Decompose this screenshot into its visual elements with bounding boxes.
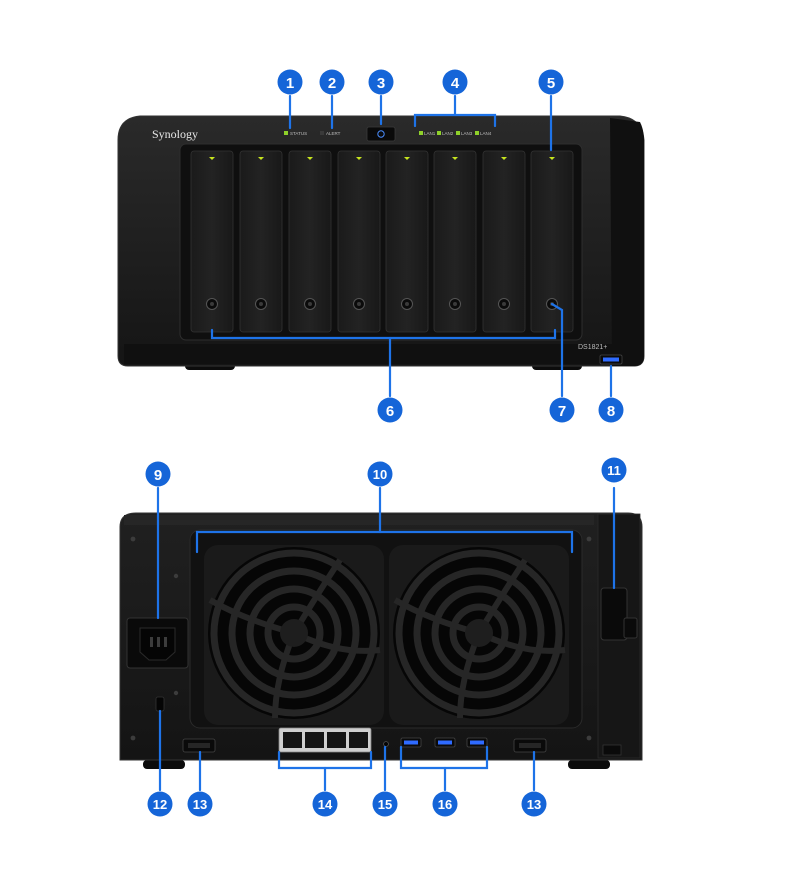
lan3-label: LAN3 [461, 131, 473, 136]
front-usb-port-insert [603, 357, 619, 362]
lan-port[interactable] [283, 732, 302, 748]
fan-1 [204, 545, 384, 725]
drive-tray[interactable] [190, 150, 234, 333]
drive-led [404, 157, 410, 160]
lan1-label: LAN1 [424, 131, 436, 136]
svg-text:7: 7 [558, 403, 566, 420]
lan4-led [475, 131, 479, 135]
drive-tray[interactable] [530, 150, 574, 333]
status-led [284, 131, 288, 135]
reset-button[interactable] [383, 741, 389, 747]
drive-tray[interactable] [239, 150, 283, 333]
callout-badges: 1 2 3 4 5 6 7 8 9 10 11 12 13 14 15 16 1… [145, 69, 627, 817]
drive-led [452, 157, 458, 160]
svg-text:9: 9 [154, 467, 162, 484]
front-view: Synology DS1821+ STATUS ALERT LAN1 LAN2 … [117, 115, 645, 370]
callout-5: 5 [538, 69, 564, 95]
svg-text:13: 13 [527, 797, 541, 812]
lan3-led [456, 131, 460, 135]
callout-13-right: 13 [521, 791, 547, 817]
alert-label: ALERT [326, 131, 341, 136]
rear-foot-left [143, 760, 185, 769]
callout-9: 9 [145, 461, 171, 487]
alert-led [320, 131, 324, 135]
callout-3: 3 [368, 69, 394, 95]
svg-text:12: 12 [153, 797, 167, 812]
callout-12: 12 [147, 791, 173, 817]
svg-text:4: 4 [451, 75, 460, 92]
rear-top-rim [124, 515, 594, 525]
drive-led [258, 157, 264, 160]
rear-view [119, 512, 643, 769]
esata-port-left[interactable] [182, 738, 216, 753]
svg-text:1: 1 [286, 75, 294, 92]
callout-7: 7 [549, 397, 575, 423]
lan-port[interactable] [349, 732, 368, 748]
power-button[interactable] [366, 126, 396, 142]
status-label: STATUS [290, 131, 307, 136]
front-base-strip [124, 344, 640, 364]
security-slot[interactable] [155, 696, 165, 712]
svg-text:14: 14 [318, 797, 333, 812]
callout-11: 11 [601, 457, 627, 483]
drive-tray[interactable] [337, 150, 381, 333]
rear-foot-right [568, 760, 610, 769]
callout-1: 1 [277, 69, 303, 95]
lan-port[interactable] [305, 732, 324, 748]
drive-tray[interactable] [385, 150, 429, 333]
callout-10: 10 [367, 461, 393, 487]
front-chassis-side [610, 118, 644, 366]
drive-tray[interactable] [433, 150, 477, 333]
drive-trays [190, 150, 574, 333]
svg-text:6: 6 [386, 403, 394, 420]
callout-6: 6 [377, 397, 403, 423]
drive-tray[interactable] [482, 150, 526, 333]
drive-led [307, 157, 313, 160]
svg-text:15: 15 [378, 797, 392, 812]
drive-tray[interactable] [288, 150, 332, 333]
lan4-label: LAN4 [480, 131, 492, 136]
callout-13-left: 13 [187, 791, 213, 817]
callout-15: 15 [372, 791, 398, 817]
power-icon [377, 130, 385, 138]
svg-text:8: 8 [607, 403, 615, 420]
leader-lines [156, 94, 616, 792]
callout-2: 2 [319, 69, 345, 95]
rear-lan-ports[interactable] [278, 727, 372, 753]
lan-port[interactable] [327, 732, 346, 748]
esata-port-right[interactable] [513, 738, 547, 753]
lan2-led [437, 131, 441, 135]
svg-text:16: 16 [438, 797, 452, 812]
rear-usb-ports[interactable] [400, 737, 488, 748]
lan1-led [419, 131, 423, 135]
fan-2 [389, 545, 569, 725]
model-label: DS1821+ [578, 344, 607, 351]
svg-text:13: 13 [193, 797, 207, 812]
brand-logo: Synology [152, 127, 198, 141]
callout-8: 8 [598, 397, 624, 423]
drive-led [501, 157, 507, 160]
drive-led [356, 157, 362, 160]
callout-14: 14 [312, 791, 338, 817]
callout-16: 16 [432, 791, 458, 817]
drive-led [549, 157, 555, 160]
svg-text:2: 2 [328, 75, 336, 92]
callout-4: 4 [442, 69, 468, 95]
svg-text:11: 11 [607, 463, 621, 478]
drive-led [209, 157, 215, 160]
svg-text:5: 5 [547, 75, 555, 92]
svg-text:10: 10 [373, 467, 387, 482]
lan2-label: LAN2 [442, 131, 454, 136]
power-socket[interactable] [126, 617, 189, 669]
lan-indicators: LAN1 LAN2 LAN3 LAN4 [419, 131, 492, 136]
svg-text:3: 3 [377, 75, 385, 92]
